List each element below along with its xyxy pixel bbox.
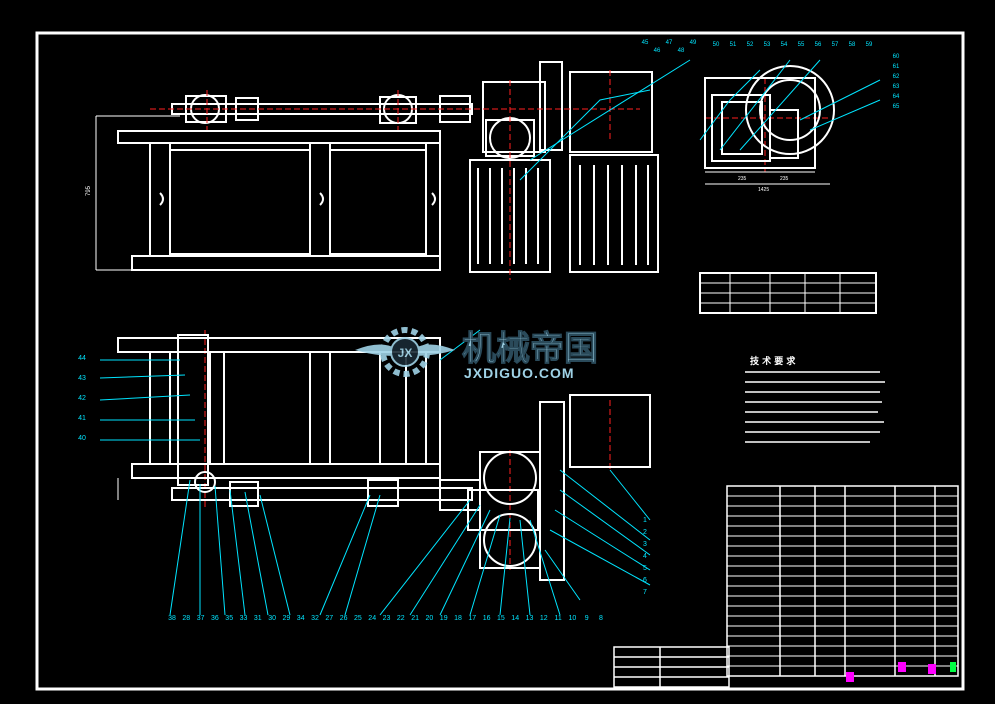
balloon-label: 58 bbox=[849, 42, 856, 48]
balloon-label: 30 bbox=[268, 615, 276, 622]
balloon-label: 6 bbox=[643, 577, 647, 584]
balloon-label: 2 bbox=[643, 529, 647, 536]
gear-wings-icon: JX bbox=[355, 327, 455, 377]
watermark: JX 机械帝国 JXDIGUO.COM bbox=[355, 327, 599, 381]
balloon-label: 28 bbox=[182, 615, 190, 622]
balloon-label: 38 bbox=[168, 615, 176, 622]
balloon-label: 10 bbox=[569, 615, 577, 622]
balloon-label: 8 bbox=[599, 615, 603, 622]
balloon-label: 49 bbox=[690, 40, 697, 46]
balloon-label: 65 bbox=[893, 104, 900, 110]
balloon-label: 64 bbox=[893, 94, 900, 100]
balloon-label: 4 bbox=[643, 553, 647, 560]
balloon-label: 16 bbox=[483, 615, 491, 622]
magenta-mark bbox=[846, 672, 854, 682]
balloon-label: 12 bbox=[540, 615, 548, 622]
balloon-label: 51 bbox=[730, 42, 737, 48]
balloon-label: 45 bbox=[642, 40, 649, 46]
balloons-left-column: 44 43 42 41 40 bbox=[78, 355, 86, 442]
balloon-label: 21 bbox=[411, 615, 419, 622]
balloon-label: 25 bbox=[354, 615, 362, 622]
balloon-label: 54 bbox=[781, 42, 788, 48]
balloon-label: 15 bbox=[497, 615, 505, 622]
balloon-label: 23 bbox=[383, 615, 391, 622]
balloons-top-small: 45 46 47 48 49 bbox=[642, 40, 697, 54]
balloon-label: 41 bbox=[78, 415, 86, 422]
bom-table-rows bbox=[727, 495, 958, 667]
balloon-label: 3 bbox=[643, 541, 647, 548]
balloon-label: 52 bbox=[747, 42, 754, 48]
balloon-label: 37 bbox=[197, 615, 205, 622]
balloon-label: 32 bbox=[311, 615, 319, 622]
balloon-label: 1 bbox=[643, 517, 647, 524]
watermark-cn: 机械帝国 bbox=[462, 329, 598, 369]
magenta-mark-3 bbox=[928, 664, 936, 674]
balloon-label: 5 bbox=[643, 565, 647, 572]
balloon-label: 18 bbox=[454, 615, 462, 622]
balloon-label: 7 bbox=[643, 589, 647, 596]
balloon-label: 27 bbox=[325, 615, 333, 622]
watermark-en: JXDIGUO.COM bbox=[464, 365, 575, 381]
balloons-top-right: 50 51 52 53 54 55 56 57 58 59 60 61 62 63 64 65 bbox=[713, 42, 900, 110]
balloon-label: 35 bbox=[225, 615, 233, 622]
dim-bottom-a: 235 bbox=[738, 176, 747, 182]
balloon-label: 63 bbox=[893, 84, 900, 90]
balloon-label: 44 bbox=[78, 355, 86, 362]
front-view bbox=[117, 334, 651, 581]
balloon-label: 48 bbox=[678, 48, 685, 54]
balloon-label: 50 bbox=[713, 42, 720, 48]
balloons-bottom-row: 38 28 37 36 35 33 31 30 29 34 32 27 26 25 24 23 22 21 20 19… bbox=[168, 615, 603, 622]
balloon-label: 62 bbox=[893, 74, 900, 80]
balloon-label: 17 bbox=[468, 615, 476, 622]
side-view bbox=[704, 65, 835, 185]
balloon-label: 31 bbox=[254, 615, 262, 622]
balloon-label: 29 bbox=[283, 615, 291, 622]
balloons-right-column: 1 2 3 4 5 6 7 bbox=[643, 517, 647, 596]
balloon-label: 53 bbox=[764, 42, 771, 48]
balloon-label: 26 bbox=[340, 615, 348, 622]
balloon-label: 40 bbox=[78, 435, 86, 442]
balloon-label: 13 bbox=[526, 615, 534, 622]
balloon-label: 22 bbox=[397, 615, 405, 622]
balloon-label: 60 bbox=[893, 54, 900, 60]
tech-requirements-body bbox=[745, 371, 885, 443]
balloon-label: 24 bbox=[368, 615, 376, 622]
balloon-label: 59 bbox=[866, 42, 873, 48]
gearbox-top bbox=[469, 61, 659, 273]
bom-table bbox=[726, 485, 959, 677]
dim-vertical-label: 795 bbox=[86, 185, 92, 196]
magenta-mark-2 bbox=[898, 662, 906, 672]
tech-requirements-title: 技 术 要 求 bbox=[750, 355, 796, 367]
dim-bottom-b: 235 bbox=[780, 176, 789, 182]
balloon-label: 20 bbox=[426, 615, 434, 622]
balloon-label: 56 bbox=[815, 42, 822, 48]
dim-overall: 1425 bbox=[758, 187, 769, 193]
balloon-label: 43 bbox=[78, 375, 86, 382]
balloon-label: 61 bbox=[893, 64, 900, 70]
balloon-label: 19 bbox=[440, 615, 448, 622]
parameter-table bbox=[699, 272, 877, 314]
balloon-label: 42 bbox=[78, 395, 86, 402]
watermark-badge: JX bbox=[398, 346, 413, 360]
balloon-label: 46 bbox=[654, 48, 661, 54]
centerlines bbox=[150, 70, 830, 570]
title-block bbox=[613, 646, 730, 688]
outer-border bbox=[35, 31, 965, 691]
top-view bbox=[95, 94, 473, 271]
balloon-label: 9 bbox=[585, 615, 589, 622]
balloon-label: 47 bbox=[666, 40, 673, 46]
balloon-label: 55 bbox=[798, 42, 805, 48]
leader-lines bbox=[99, 59, 881, 616]
balloon-label: 36 bbox=[211, 615, 219, 622]
balloon-label: 57 bbox=[832, 42, 839, 48]
balloon-label: 14 bbox=[511, 615, 519, 622]
balloon-label: 34 bbox=[297, 615, 305, 622]
balloon-label: 11 bbox=[554, 615, 561, 622]
green-mark bbox=[950, 662, 956, 672]
balloon-label: 33 bbox=[240, 615, 248, 622]
